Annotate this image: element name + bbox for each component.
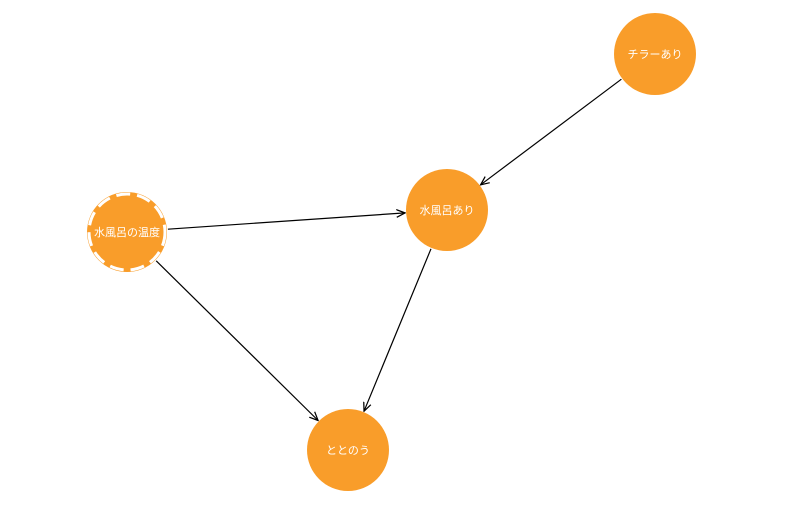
node-circle	[614, 13, 696, 95]
edge-temp-to-mizuburo	[167, 213, 405, 230]
node-label: ととのう	[326, 444, 370, 457]
edge-chiller-to-mizuburo	[481, 78, 622, 185]
node-mizuburo[interactable]: 水風呂あり	[406, 169, 488, 251]
node-circle	[406, 169, 488, 251]
node-label: 水風呂の温度	[94, 225, 160, 239]
edges-layer	[155, 78, 622, 421]
node-temp[interactable]: 水風呂の温度	[87, 192, 167, 272]
node-chiller[interactable]: チラーあり	[614, 13, 696, 95]
node-totonou[interactable]: ととのう	[307, 409, 389, 491]
edge-temp-to-totonou	[155, 260, 318, 421]
edge-mizuburo-to-totonou	[364, 248, 432, 411]
node-label: 水風呂あり	[420, 204, 475, 217]
node-circle	[87, 192, 167, 272]
node-dashed-border	[87, 192, 167, 272]
node-circle	[307, 409, 389, 491]
node-label: チラーあり	[628, 48, 683, 61]
